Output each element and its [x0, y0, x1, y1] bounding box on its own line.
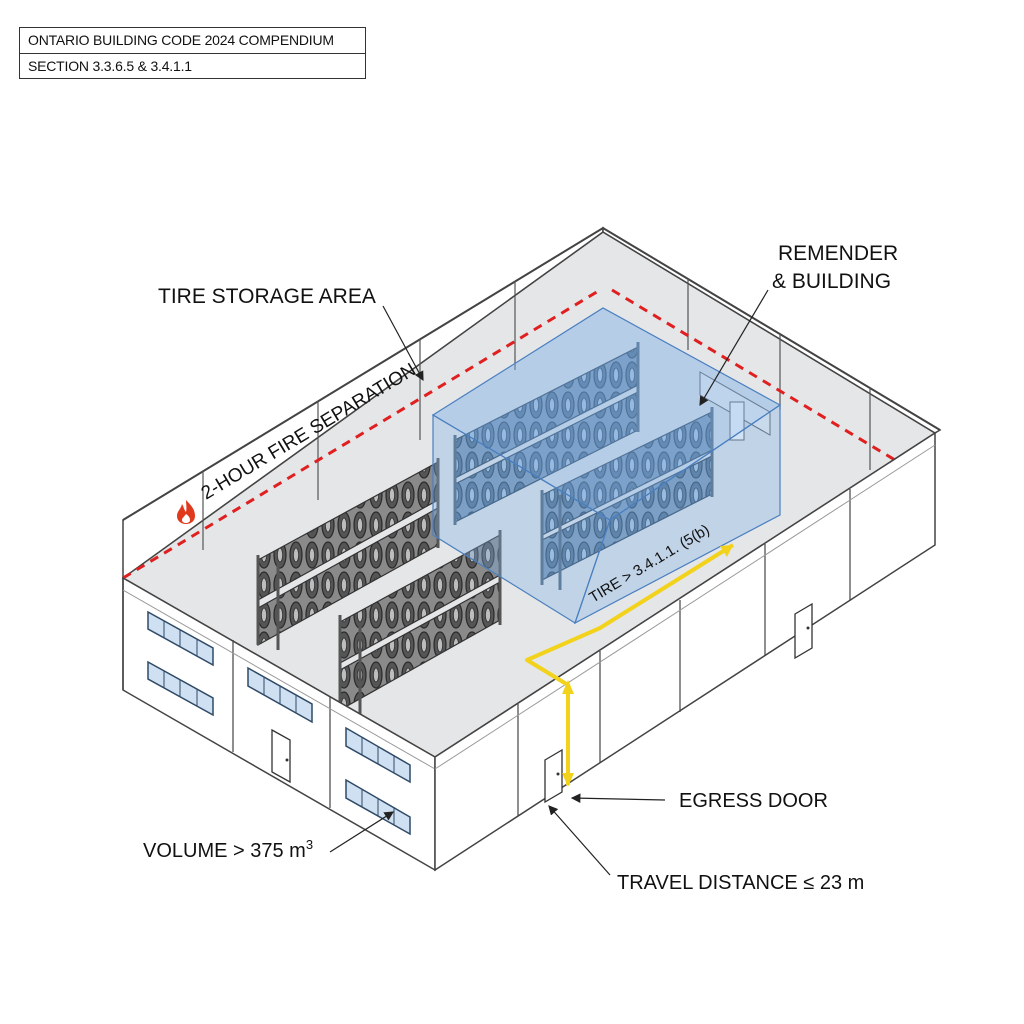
- tire-rack-blue-back: [453, 342, 640, 525]
- label-remainder-line1: REMENDER: [778, 242, 898, 265]
- window-mullions: [163, 621, 395, 825]
- label-tire-storage-area: TIRE STORAGE AREA: [158, 285, 376, 308]
- label-remainder-line2: & BUILDING: [772, 270, 891, 293]
- title-block-section: SECTION 3.3.6.5 & 3.4.1.1: [20, 53, 365, 79]
- leader-lines: [329, 289, 769, 876]
- wall-top-edge: [122, 226, 941, 521]
- egress-door[interactable]: [544, 748, 563, 804]
- label-volume-text: VOLUME > 375 m: [143, 840, 306, 862]
- egress-path: [525, 543, 735, 787]
- door-front-left: [271, 728, 291, 784]
- back-wall-door: [699, 371, 771, 441]
- fire-icon: [177, 500, 195, 524]
- label-egress-door: EGRESS DOOR: [679, 790, 828, 812]
- label-volume-exponent: 3: [306, 837, 313, 852]
- tire-rack-left-front: [338, 530, 502, 715]
- fire-separation-line: [122, 288, 916, 580]
- tire-storage-zone: [431, 307, 782, 625]
- title-block: ONTARIO BUILDING CODE 2024 COMPENDIUM SE…: [19, 27, 366, 79]
- tire-rack-left-back: [256, 458, 440, 650]
- label-travel-distance: TRAVEL DISTANCE ≤ 23 m: [617, 872, 864, 894]
- title-block-code: ONTARIO BUILDING CODE 2024 COMPENDIUM: [28, 32, 334, 48]
- label-volume: VOLUME > 375 m3: [143, 837, 313, 862]
- back-wall-columns: [202, 279, 871, 550]
- door-front-right: [794, 602, 813, 660]
